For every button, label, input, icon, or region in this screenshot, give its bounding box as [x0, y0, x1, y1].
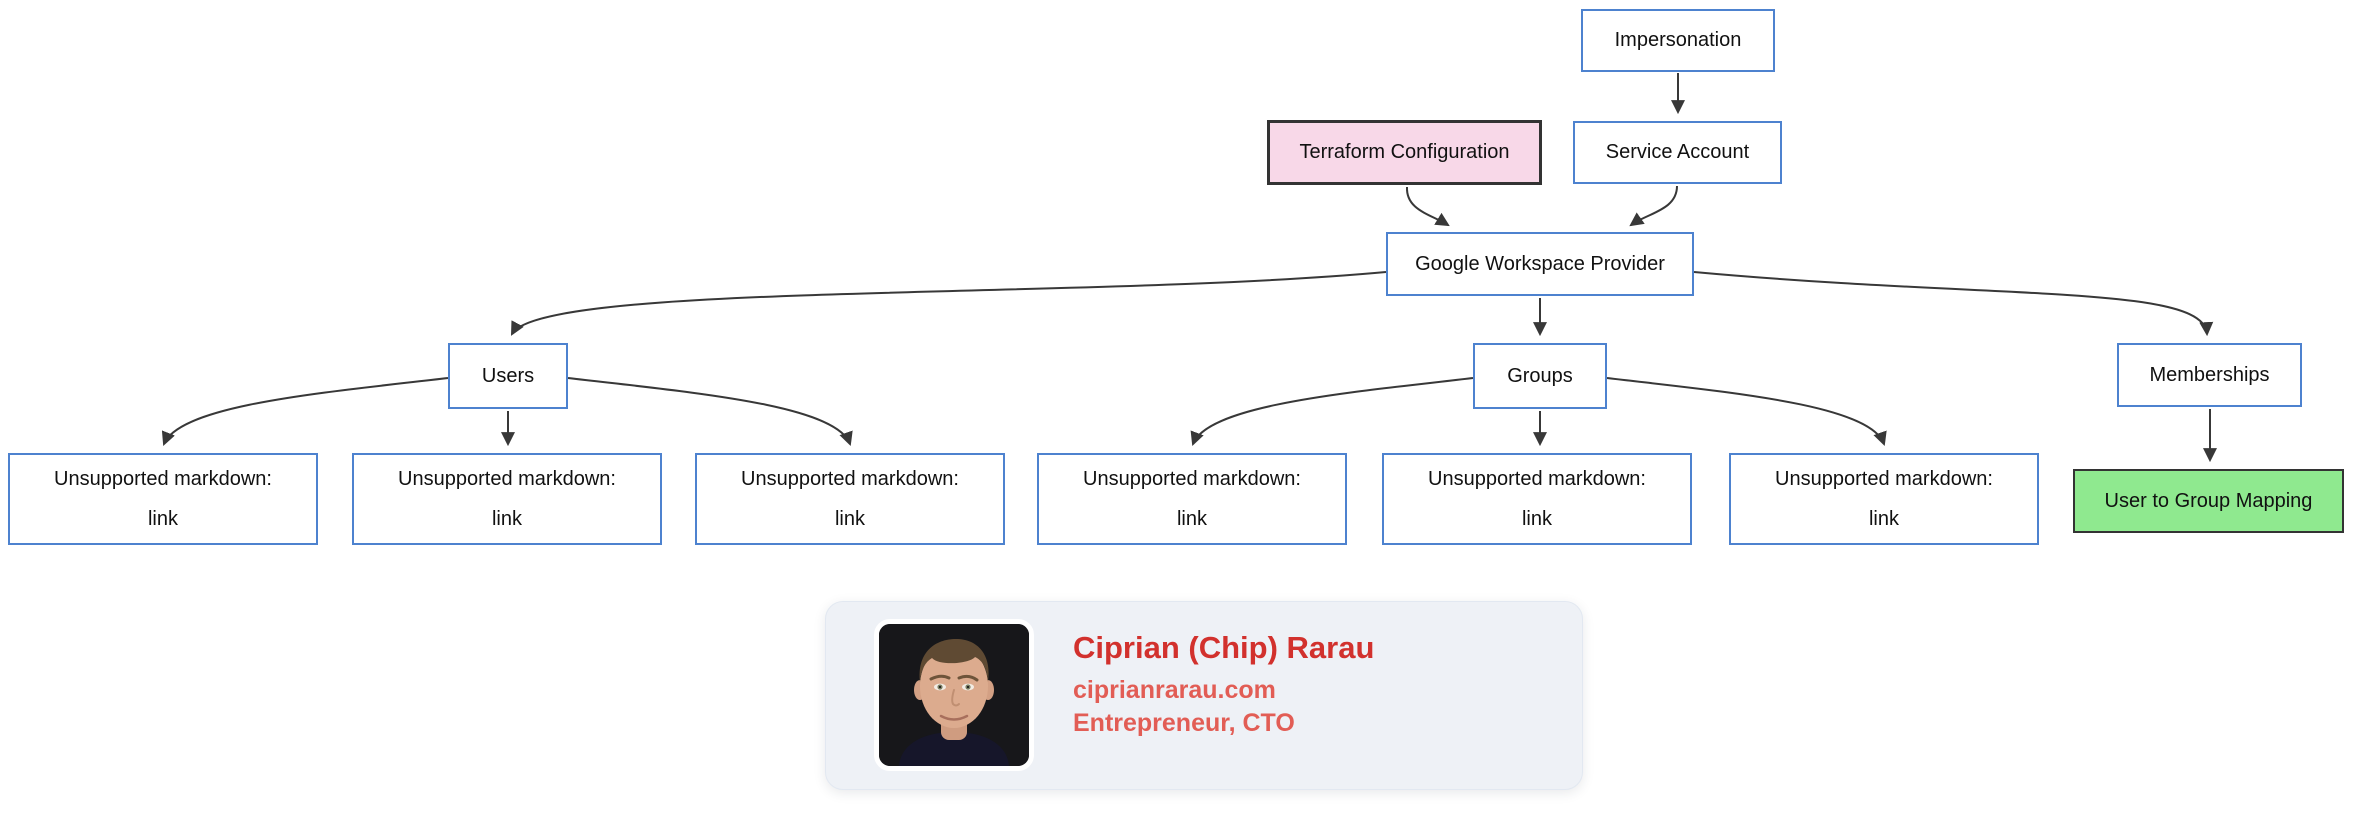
edge-gwp-memberships	[1693, 271, 2214, 337]
node-service-account-label: Service Account	[1605, 141, 1750, 163]
unsupported-line2: link	[147, 507, 178, 530]
edge-users-box3	[567, 377, 853, 446]
node-google-workspace-provider: Google Workspace Provider	[1386, 232, 1694, 296]
author-info: Ciprian (Chip) Rarau ciprianrarau.com En…	[1073, 628, 1374, 740]
unsupported-line2: link	[1868, 507, 1899, 530]
author-website-link[interactable]: ciprianrarau.com	[1073, 676, 1276, 704]
node-terraform-configuration: Terraform Configuration	[1267, 120, 1542, 185]
unsupported-line2: link	[491, 507, 522, 530]
unsupported-line1: Unsupported markdown:	[1428, 467, 1646, 490]
node-unsupported-markdown-1: Unsupported markdown: link	[8, 453, 318, 545]
node-unsupported-markdown-6: Unsupported markdown: link	[1729, 453, 2039, 545]
edge-service-account-gwp	[1629, 185, 1678, 227]
node-users-label: Users	[481, 364, 535, 387]
unsupported-line2: link	[1176, 507, 1207, 530]
node-unsupported-markdown-4: Unsupported markdown: link	[1037, 453, 1347, 545]
unsupported-line2: link	[1521, 507, 1552, 530]
node-terraform-configuration-label: Terraform Configuration	[1299, 141, 1510, 163]
unsupported-line1: Unsupported markdown:	[1775, 467, 1993, 490]
edge-groups-box4	[1190, 377, 1474, 446]
author-card: Ciprian (Chip) Rarau ciprianrarau.com En…	[825, 601, 1583, 790]
node-memberships: Memberships	[2117, 343, 2302, 407]
author-photo	[874, 619, 1034, 771]
node-unsupported-markdown-3: Unsupported markdown: link	[695, 453, 1005, 545]
node-unsupported-markdown-2: Unsupported markdown: link	[352, 453, 662, 545]
node-groups: Groups	[1473, 343, 1607, 409]
node-impersonation-label: Impersonation	[1614, 29, 1742, 51]
node-memberships-label: Memberships	[2149, 363, 2270, 386]
node-unsupported-markdown-5: Unsupported markdown: link	[1382, 453, 1692, 545]
node-user-to-group-mapping: User to Group Mapping	[2073, 469, 2344, 533]
node-users: Users	[448, 343, 568, 409]
author-role: Entrepreneur, CTO	[1073, 709, 1295, 737]
author-name: Ciprian (Chip) Rarau	[1073, 630, 1375, 665]
edge-terraform-gwp	[1405, 186, 1450, 227]
node-service-account: Service Account	[1573, 121, 1782, 184]
node-impersonation: Impersonation	[1581, 9, 1775, 72]
unsupported-line1: Unsupported markdown:	[741, 467, 959, 490]
unsupported-line1: Unsupported markdown:	[398, 467, 616, 490]
unsupported-line2: link	[834, 507, 865, 530]
unsupported-line1: Unsupported markdown:	[54, 467, 272, 490]
edge-groups-box6	[1606, 377, 1887, 446]
node-google-workspace-provider-label: Google Workspace Provider	[1415, 252, 1665, 275]
edge-users-box1	[161, 377, 449, 446]
unsupported-line1: Unsupported markdown:	[1083, 467, 1301, 490]
node-user-to-group-mapping-label: User to Group Mapping	[2104, 489, 2313, 512]
node-groups-label: Groups	[1507, 364, 1573, 387]
edge-gwp-users	[510, 271, 1387, 336]
portrait-illustration	[879, 624, 1029, 766]
